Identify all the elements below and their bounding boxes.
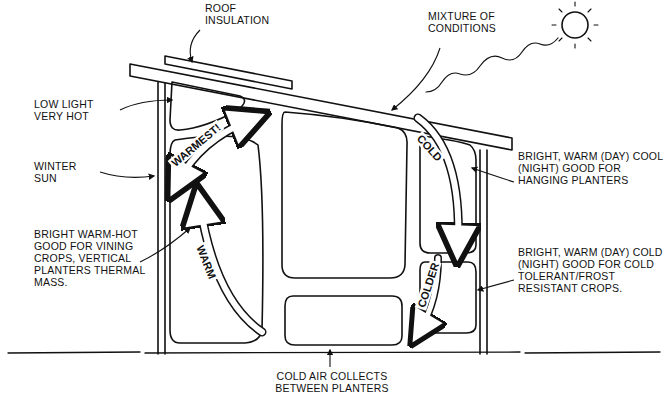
- leader-label: BRIGHT WARM-HOT GOOD FOR VINING CROPS, V…: [34, 228, 146, 288]
- leader-label: BRIGHT, WARM (DAY) COOL (NIGHT) GOOD FOR…: [518, 150, 666, 186]
- leader-label: ROOF INSULATION: [205, 2, 275, 26]
- leader-label: COLD AIR COLLECTS BETWEEN PLANTERS: [262, 370, 402, 394]
- leader-label: WINTER SUN: [34, 160, 98, 184]
- leader-label: MIXTURE OF CONDITIONS: [428, 10, 538, 34]
- leader-label: BRIGHT, WARM (DAY) COLD (NIGHT) GOOD FOR…: [518, 246, 666, 294]
- leader-label: LOW LIGHT VERY HOT: [34, 98, 116, 122]
